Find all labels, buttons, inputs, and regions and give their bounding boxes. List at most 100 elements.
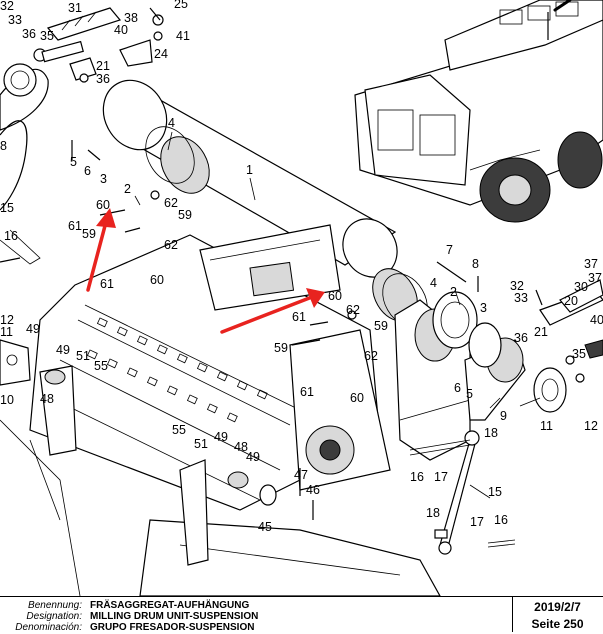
callout-17b: 17 <box>470 515 484 529</box>
callout-15a: 15 <box>0 201 14 215</box>
highlight-arrow-left <box>86 220 108 292</box>
callout-8b: 8 <box>472 257 479 271</box>
callout-10: 10 <box>0 393 14 407</box>
callout-47: 47 <box>294 468 308 482</box>
callout-12b: 12 <box>584 419 598 433</box>
designation-panel: Benennung: FRÄSAGGREGAT-AUFHÄNGUNG Desig… <box>0 597 512 633</box>
callout-20: 20 <box>564 294 578 308</box>
callout-59a: 59 <box>82 227 96 241</box>
callout-36a: 36 <box>22 27 36 41</box>
callout-58a: 62 <box>164 196 178 210</box>
callout-35b: 35 <box>572 347 586 361</box>
callout-5b: 5 <box>466 387 473 401</box>
callout-38: 38 <box>124 11 138 25</box>
top-left-parts <box>0 7 164 131</box>
callout-49b: 49 <box>56 343 70 357</box>
callout-24: 24 <box>154 47 168 61</box>
callout-18b: 18 <box>426 506 440 520</box>
callout-48b: 48 <box>234 440 248 454</box>
callout-49a: 49 <box>26 322 40 336</box>
designation-row-de: Benennung: FRÄSAGGREGAT-AUFHÄNGUNG <box>0 600 512 612</box>
callout-62a: 62 <box>164 238 178 252</box>
callout-12a: 12 <box>0 313 14 327</box>
callout-58b: 62 <box>346 303 360 317</box>
callout-60b: 60 <box>350 391 364 405</box>
value-denominacion: GRUPO FRESADOR-SUSPENSION <box>90 622 255 633</box>
label-designation: Designation: <box>26 611 82 622</box>
callout-40a: 40 <box>114 23 128 37</box>
callout-55a: 59 <box>178 208 192 222</box>
date-page-panel: 2019/2/7 Seite 250 <box>512 597 603 632</box>
callout-61b: 61 <box>300 385 314 399</box>
callout-35a: 35 <box>40 29 54 43</box>
title-block: Benennung: FRÄSAGGREGAT-AUFHÄNGUNG Desig… <box>0 596 603 633</box>
callout-33b: 33 <box>514 291 528 305</box>
callout-3a: 3 <box>100 172 107 186</box>
callout-36c: 36 <box>514 331 528 345</box>
callout-7: 7 <box>446 243 453 257</box>
callout-31a: 31 <box>68 1 82 15</box>
callout-8a: 8 <box>0 139 7 153</box>
callout-21a: 21 <box>96 59 110 73</box>
callout-3b: 3 <box>480 301 487 315</box>
callout-40b: 40 <box>590 313 603 327</box>
callout-49c: 49 <box>214 430 228 444</box>
callout-2a: 2 <box>124 182 131 196</box>
callout-55b: 59 <box>374 319 388 333</box>
document-date: 2019/2/7 <box>534 600 581 614</box>
value-benennung: FRÄSAGGREGAT-AUFHÄNGUNG <box>90 600 250 611</box>
callout-15b: 15 <box>488 485 502 499</box>
right-suspension <box>409 279 603 555</box>
callout-51b: 51 <box>194 437 208 451</box>
callout-41: 41 <box>176 29 190 43</box>
callout-37: 37 <box>588 271 602 285</box>
callout-46: 46 <box>306 483 320 497</box>
callout-6: 6 <box>84 164 91 178</box>
highlight-arrow-right <box>220 295 314 334</box>
callout-50a: 55 <box>94 359 108 373</box>
callout-17a: 17 <box>434 470 448 484</box>
callout-1: 1 <box>246 163 253 177</box>
callout-16a: 16 <box>4 229 18 243</box>
callout-18a: 18 <box>484 426 498 440</box>
callout-33a: 33 <box>8 13 22 27</box>
leader-lines <box>134 131 541 499</box>
designation-row-en: Designation: MILLING DRUM UNIT-SUSPENSIO… <box>0 611 512 623</box>
callout-50b: 55 <box>172 423 186 437</box>
callout-59b: 59 <box>274 341 288 355</box>
left-brackets <box>0 339 277 566</box>
callout-48a: 48 <box>40 392 54 406</box>
callout-30: 30 <box>574 280 588 294</box>
callout-4a: 4 <box>168 116 175 130</box>
page-number: Seite 250 <box>531 617 584 631</box>
callout-56a: 60 <box>96 198 110 212</box>
value-designation: MILLING DRUM UNIT-SUSPENSION <box>90 611 259 622</box>
callout-32a: 32 <box>0 0 14 13</box>
callout-49d: 49 <box>246 450 260 464</box>
callout-51a: 51 <box>76 349 90 363</box>
left-guide <box>0 120 41 265</box>
callout-2b: 2 <box>450 285 457 299</box>
callout-61a: 61 <box>100 277 114 291</box>
callout-11b: 11 <box>540 419 553 433</box>
callout-36b: 36 <box>96 72 110 86</box>
callout-39: 37 <box>584 257 598 271</box>
callout-6b: 6 <box>454 381 461 395</box>
callout-45: 45 <box>258 520 272 534</box>
callout-4b: 4 <box>430 276 437 290</box>
highlight-arrows <box>86 208 325 334</box>
callout-32b: 32 <box>510 279 524 293</box>
callout-labels: 32 31 25 33 38 36 35 40 41 24 21 36 4 8 … <box>0 0 603 534</box>
callout-56b: 60 <box>328 289 342 303</box>
label-benennung: Benennung: <box>28 600 82 611</box>
bolts <box>0 140 479 520</box>
callout-16c: 16 <box>494 513 508 527</box>
callout-25a: 25 <box>174 0 188 11</box>
callout-16b: 16 <box>410 470 424 484</box>
callout-21b: 21 <box>534 325 548 339</box>
housing-slots <box>86 317 268 423</box>
callout-60a: 60 <box>150 273 164 287</box>
callout-57a: 61 <box>68 219 82 233</box>
drum-shaft <box>102 79 428 327</box>
callout-57b: 61 <box>292 310 306 324</box>
